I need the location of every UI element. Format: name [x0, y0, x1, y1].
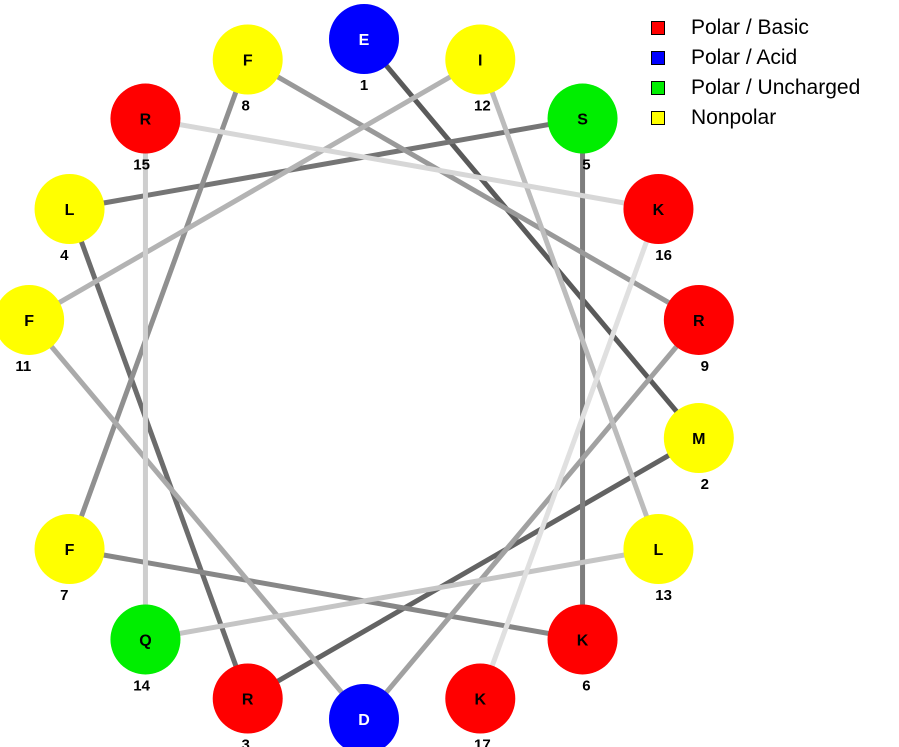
- residue-7: F7: [34, 514, 105, 604]
- residue-number: 13: [655, 587, 672, 604]
- residue-8: F8: [212, 24, 283, 115]
- residue-12: I 12: [445, 24, 516, 115]
- legend-swatch-uncharged: [651, 81, 665, 95]
- residue-number: 15: [133, 157, 150, 174]
- residue-letter: F: [24, 313, 34, 330]
- residue-circle: [34, 174, 105, 244]
- residue-number: 6: [582, 677, 590, 694]
- residue-number: 7: [60, 587, 68, 604]
- residue-letter: F: [65, 542, 75, 559]
- residue-letter: F: [243, 53, 253, 70]
- residue-number: 14: [133, 677, 150, 694]
- connector-13-14: [145, 546, 659, 642]
- legend-item-uncharged: Polar / Uncharged: [651, 73, 860, 103]
- residue-circle: [212, 663, 283, 734]
- residue-letter: E: [359, 32, 370, 49]
- connector-9-10: [362, 318, 701, 721]
- residue-circle: [212, 24, 283, 95]
- residue-circle: [110, 604, 181, 675]
- residue-letter: M: [692, 431, 705, 448]
- residue-number: 1: [360, 77, 368, 94]
- residue-4: L4: [34, 174, 105, 264]
- legend-label-basic: Polar / Basic: [691, 16, 809, 39]
- residue-number: 2: [701, 476, 709, 493]
- connector-2-3: [246, 435, 701, 701]
- connector-11-12: [27, 57, 482, 323]
- residue-letter: R: [242, 691, 254, 708]
- connector-1-2: [362, 37, 701, 440]
- residue-circle: [445, 663, 516, 734]
- residue-letter: K: [577, 632, 589, 649]
- residue-number: 5: [582, 157, 590, 174]
- residue-2: M2: [663, 403, 734, 493]
- legend: Polar / Basic Polar / Acid Polar / Uncha…: [651, 13, 860, 133]
- residue-letter: K: [475, 691, 487, 708]
- residue-number: 16: [655, 247, 672, 264]
- legend-label-uncharged: Polar / Uncharged: [691, 76, 861, 99]
- residue-number: 11: [15, 358, 31, 375]
- legend-label-nonpolar: Nonpolar: [691, 106, 777, 129]
- residue-letter: Q: [139, 632, 151, 649]
- residue-circle: [547, 604, 618, 675]
- residue-circle: [547, 83, 618, 154]
- legend-item-acid: Polar / Acid: [651, 43, 860, 73]
- residue-16: K 16: [623, 174, 694, 264]
- connector-15-16: [145, 116, 659, 212]
- residue-10: D10: [329, 684, 399, 747]
- legend-swatch-nonpolar: [651, 111, 665, 125]
- connector-8-9: [246, 57, 701, 323]
- residue-circle: [110, 83, 181, 154]
- residue-letter: R: [693, 313, 705, 330]
- connector-7-8: [67, 58, 251, 550]
- connector-10-11: [27, 318, 366, 721]
- residue-number: 4: [60, 247, 69, 264]
- residue-circle: [329, 684, 399, 747]
- connector-16-17: [477, 208, 661, 700]
- residue-circle: [623, 174, 694, 244]
- legend-label-acid: Polar / Acid: [691, 46, 798, 69]
- legend-item-nonpolar: Nonpolar: [651, 103, 860, 133]
- residue-letter: D: [358, 712, 370, 729]
- residue-letter: I: [478, 53, 482, 70]
- residue-6: K6: [547, 604, 618, 694]
- residue-circle: [445, 24, 516, 95]
- residue-letter: S: [577, 112, 588, 129]
- residue-number: 17: [474, 736, 491, 747]
- residue-5: S5: [547, 83, 618, 174]
- legend-swatch-basic: [651, 21, 665, 35]
- residue-number: 8: [241, 98, 249, 115]
- residue-circle: [34, 514, 105, 584]
- connector-4-5: [69, 116, 583, 212]
- residue-circle: [663, 403, 734, 474]
- connector-3-4: [67, 208, 251, 700]
- residue-letter: L: [65, 202, 75, 219]
- connector-12-13: [477, 58, 661, 550]
- residue-1: E1: [329, 4, 399, 94]
- residue-letter: R: [140, 112, 152, 129]
- residue-number: 3: [241, 736, 249, 747]
- connector-6-7: [69, 546, 583, 642]
- residue-circle: [663, 284, 734, 355]
- legend-swatch-acid: [651, 51, 665, 65]
- residue-15: R 15: [110, 83, 181, 174]
- residue-circle: [623, 514, 694, 584]
- residue-11: F 11: [0, 284, 65, 375]
- residue-17: K 17: [445, 663, 516, 747]
- residue-13: L 13: [623, 514, 694, 604]
- residue-circle: [0, 284, 65, 355]
- residue-14: Q 14: [110, 604, 181, 694]
- legend-item-basic: Polar / Basic: [651, 13, 860, 43]
- residue-letter: K: [653, 202, 665, 219]
- residue-circle: [329, 4, 399, 74]
- residue-9: R9: [663, 284, 734, 375]
- residue-3: R3: [212, 663, 283, 747]
- residue-letter: L: [654, 542, 664, 559]
- residue-number: 9: [701, 358, 709, 375]
- residue-number: 12: [474, 98, 491, 115]
